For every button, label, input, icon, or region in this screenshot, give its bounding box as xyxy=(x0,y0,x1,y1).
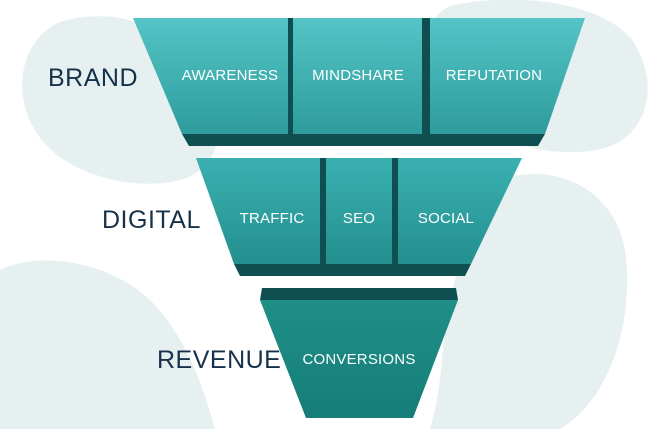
block-reputation-shape xyxy=(430,18,585,134)
block-seo-label: SEO xyxy=(343,210,375,227)
digital-row-shadow xyxy=(234,264,471,276)
block-mindshare-label: MINDSHARE xyxy=(312,67,404,84)
block-seo: SEO xyxy=(326,158,398,276)
block-reputation: REPUTATION xyxy=(430,18,585,134)
row-label-digital: DIGITAL xyxy=(102,206,201,234)
block-traffic-label: TRAFFIC xyxy=(240,210,305,227)
revenue-row: REVENUE CONVERSIONS xyxy=(157,288,458,418)
block-mindshare-shape xyxy=(293,18,422,134)
brand-row: BRAND AWARENESS MINDSHARE REPUTATION xyxy=(48,18,585,146)
block-reputation-label: REPUTATION xyxy=(446,67,542,84)
block-social-shape xyxy=(398,158,522,264)
block-awareness-label: AWARENESS xyxy=(182,67,279,84)
block-conversions-label: CONVERSIONS xyxy=(302,351,415,368)
block-social: SOCIAL xyxy=(398,158,522,264)
background-blob-bottom-left xyxy=(0,260,215,429)
block-conversions-shape xyxy=(260,300,458,418)
block-traffic-shape xyxy=(196,158,320,264)
block-social-label: SOCIAL xyxy=(418,210,474,227)
block-traffic: TRAFFIC xyxy=(196,158,326,276)
brand-row-shadow xyxy=(182,134,545,146)
block-mindshare: MINDSHARE xyxy=(293,18,430,146)
block-conversions-top-edge xyxy=(260,288,458,300)
block-awareness-shape xyxy=(133,18,288,134)
block-seo-shape xyxy=(326,158,392,264)
block-awareness: AWARENESS xyxy=(133,18,293,146)
digital-row: DIGITAL TRAFFIC SEO SOCIAL xyxy=(102,158,522,276)
row-label-revenue: REVENUE xyxy=(157,346,281,374)
row-label-brand: BRAND xyxy=(48,64,138,92)
block-conversions: CONVERSIONS xyxy=(260,288,458,418)
